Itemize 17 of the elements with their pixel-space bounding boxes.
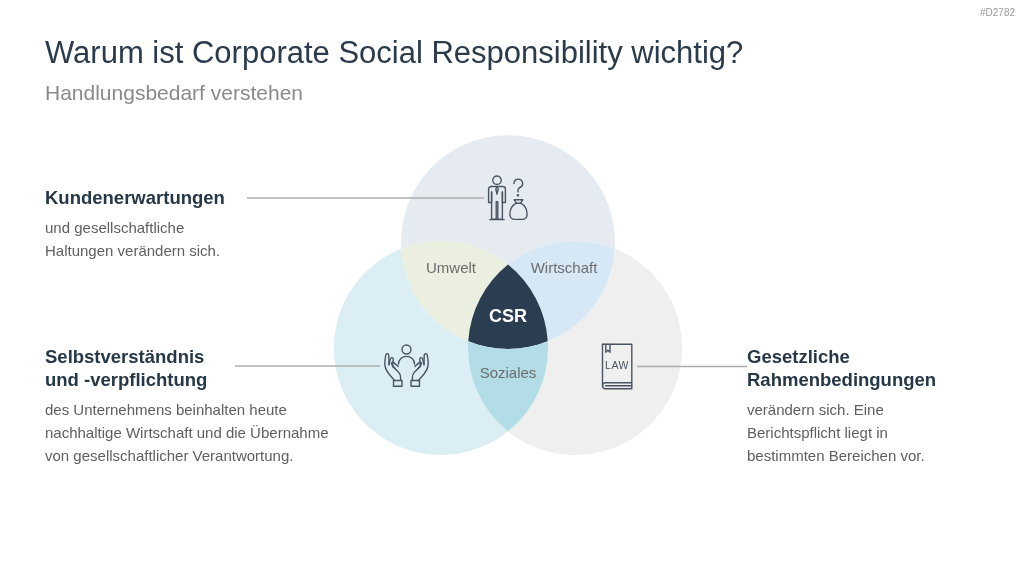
title: Warum ist Corporate Social Responsibility wichtig? — [45, 34, 744, 72]
overlap-label: CSR — [489, 305, 527, 327]
subtitle: Handlungsbedarf verstehen — [45, 80, 303, 106]
description-text: und gesellschaftliche Haltungen verändern sich. — [45, 217, 222, 261]
reference-code: #D2782 — [979, 7, 1015, 19]
overlap-label: Umwelt — [426, 259, 476, 277]
description-text: des Unternehmens beinhalten heute nachhaltige Wirtschaft und die Übernahme von gesellschaftlicher Verantwortung. — [45, 399, 330, 466]
book-cover-text: LAW — [604, 359, 630, 371]
leader-line — [246, 197, 485, 199]
section-heading: Kundenerwartungen — [45, 185, 226, 209]
overlap-label: Soziales — [479, 364, 537, 382]
overlap-label: Wirtschaft — [530, 259, 598, 277]
leader-line — [234, 365, 381, 367]
section-heading: Gesetzliche Rahmenbedingungen — [747, 344, 938, 391]
description-text: verändern sich. Eine Berichtspflicht liegt in bestimmten Bereichen vor. — [747, 399, 926, 466]
section-heading: Selbstverständnis und -verpflichtung — [45, 344, 209, 391]
leader-line — [636, 365, 748, 368]
